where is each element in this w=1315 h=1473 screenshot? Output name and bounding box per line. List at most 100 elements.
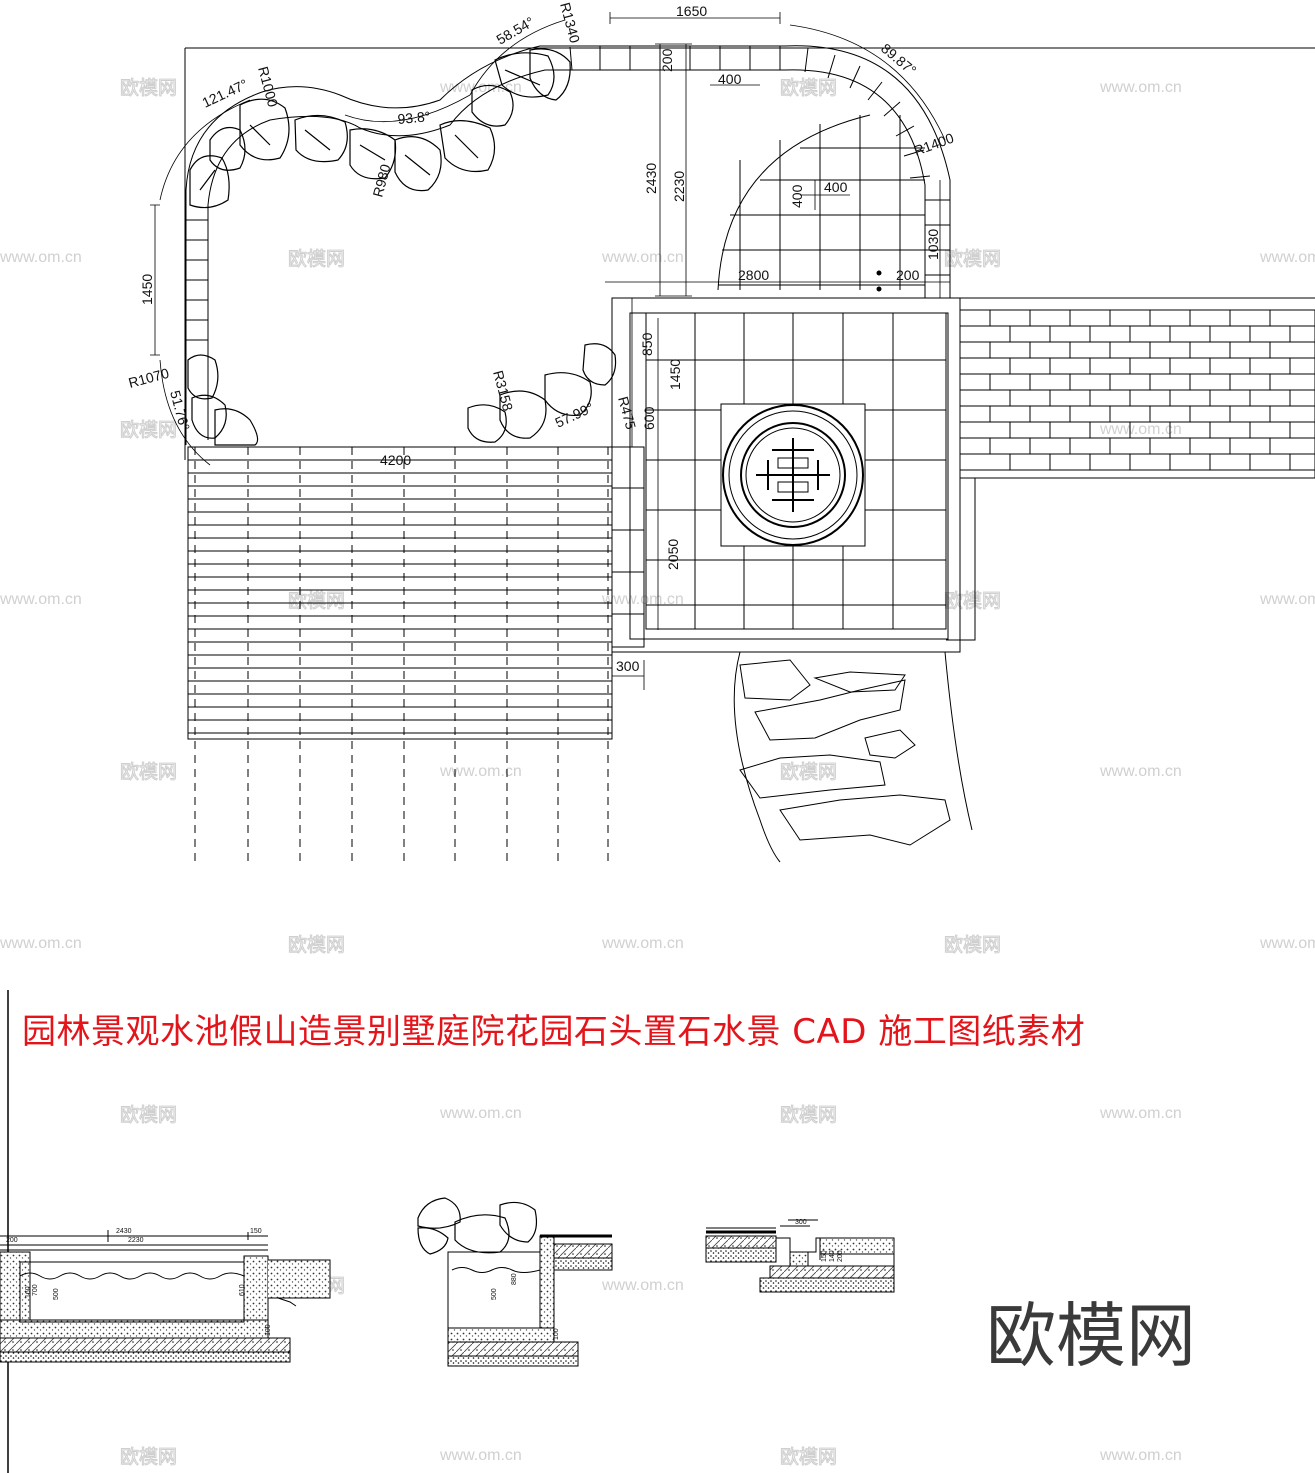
dim-r475: R475 (615, 395, 639, 432)
sec-dim-500b: 500 (491, 1288, 498, 1300)
dim-400-c: 400 (824, 179, 848, 195)
brick-walkway (946, 309, 1315, 652)
sec-dim-300: 300 (795, 1219, 807, 1226)
section-rockery (417, 1197, 613, 1367)
sec-dim-140: 140 (829, 1250, 836, 1262)
section-step-labels: 300 150 140 200 (795, 1219, 844, 1262)
watermark-url: www.om.cn (1259, 935, 1315, 952)
sec-dim-100: 100 (265, 1324, 272, 1336)
watermark-text: 欧模网 (120, 77, 177, 99)
medallion (722, 404, 864, 546)
watermark-url: www.om.cn (439, 763, 522, 780)
watermark-url: www.om.cn (439, 1105, 522, 1122)
sec-dim-610: 610 (239, 1284, 246, 1296)
page-title: 园林景观水池假山造景别墅庭院花园石头置石水景 CAD 施工图纸素材 (22, 1012, 1086, 1052)
watermark-url: www.om.cn (1259, 591, 1315, 608)
dim-200-top: 200 (659, 48, 675, 72)
dim-angle-58: 58.54° (494, 13, 537, 47)
rockery-top (189, 48, 571, 209)
section-step (705, 1219, 895, 1293)
section-pool (0, 1230, 331, 1363)
watermark-url: www.om.cn (0, 935, 82, 952)
sec-dim-200: 200 (6, 1237, 18, 1244)
dim-angle-57: 57.99° (553, 399, 597, 431)
dim-400-a: 400 (718, 71, 742, 87)
rockery-right (467, 343, 617, 443)
watermark-url: www.om.cn (1099, 763, 1182, 780)
marker-dot (876, 286, 882, 292)
dim-r980: R980 (369, 162, 393, 199)
dimension-lines (150, 12, 950, 690)
dim-angle-93: 93.8° (397, 108, 431, 127)
sec-dim-200b: 200 (837, 1250, 844, 1262)
plan-view (150, 12, 1315, 865)
brand-logo-text: 欧模网 (986, 1295, 1196, 1377)
watermark-text: 欧模网 (120, 419, 177, 441)
dim-1450-a: 1450 (139, 274, 155, 305)
watermark-text: 欧模网 (944, 934, 1001, 956)
watermark-text: 欧模网 (120, 1104, 177, 1126)
watermark-url: www.om.cn (439, 1447, 522, 1464)
tile-quarter (717, 114, 925, 291)
watermark-url: www.om.cn (601, 1277, 684, 1294)
section-pool-labels: 2430 150 200 2230 160 700 500 610 100 (6, 1228, 272, 1336)
dim-200-b: 200 (896, 267, 920, 283)
dim-300: 300 (616, 658, 640, 674)
sec-dim-700: 700 (32, 1284, 39, 1296)
dim-1030: 1030 (925, 229, 941, 260)
dim-angle-121: 121.47° (200, 76, 251, 111)
dim-400-b: 400 (789, 184, 805, 208)
dim-2800: 2800 (738, 267, 769, 283)
sec-dim-100b: 100 (553, 1328, 560, 1340)
watermark-url: www.om.cn (1099, 421, 1182, 438)
dim-2050: 2050 (665, 539, 681, 570)
sec-dim-150: 150 (250, 1228, 262, 1235)
sec-dim-150b: 150 (821, 1250, 828, 1262)
watermark-text: 欧模网 (944, 248, 1001, 270)
sec-dim-2230: 2230 (128, 1237, 144, 1244)
watermark-text: 欧模网 (288, 248, 345, 270)
watermark-text: 欧模网 (288, 934, 345, 956)
dim-850: 850 (639, 332, 655, 356)
dim-r1400: R1400 (912, 130, 956, 159)
watermark-url: www.om.cn (0, 591, 82, 608)
sec-dim-500: 500 (53, 1288, 60, 1300)
watermark-url: www.om.cn (1099, 1105, 1182, 1122)
plan-dimension-labels: 1650 58.54° R1340 200 89.87° 400 121.47°… (127, 1, 956, 674)
watermark-url: www.om.cn (601, 935, 684, 952)
watermark-url: www.om.cn (1099, 1447, 1182, 1464)
pond-edge-outer (185, 45, 951, 445)
dim-angle-89: 89.87° (878, 40, 919, 78)
watermarks: 欧模网 www.om.cn 欧模网 www.om.cn www.om.cn 欧模… (0, 77, 1315, 1469)
watermark-text: 欧模网 (780, 77, 837, 99)
dim-2430: 2430 (643, 163, 659, 194)
watermark-url: www.om.cn (1099, 79, 1182, 96)
watermark-url: www.om.cn (601, 591, 684, 608)
timber-deck (187, 446, 613, 865)
dim-r1070: R1070 (127, 365, 171, 391)
watermark-text: 欧模网 (288, 590, 345, 612)
dim-1650: 1650 (676, 3, 707, 19)
site-boundary (184, 47, 1315, 460)
edge-strip (611, 446, 645, 648)
watermark-text: 欧模网 (120, 1446, 177, 1468)
dim-4200: 4200 (380, 452, 411, 468)
pond-edge-inner (207, 69, 926, 440)
section-rockery-labels: 500 880 100 (491, 1273, 560, 1340)
dim-600: 600 (641, 406, 657, 430)
watermark-text: 欧模网 (780, 761, 837, 783)
sec-dim-160: 160 (25, 1286, 32, 1298)
watermark-text: 欧模网 (120, 761, 177, 783)
sec-dim-2430: 2430 (116, 1228, 132, 1235)
watermark-text: 欧模网 (780, 1446, 837, 1468)
dim-r1000: R1000 (255, 65, 281, 109)
sec-dim-880: 880 (511, 1273, 518, 1285)
watermark-url: www.om.cn (0, 249, 82, 266)
marker-dot (876, 270, 882, 276)
dim-r1340: R1340 (557, 1, 583, 45)
dim-2230: 2230 (671, 171, 687, 202)
watermark-url: www.om.cn (601, 249, 684, 266)
stepping-stones (733, 651, 973, 863)
watermark-url: www.om.cn (1259, 249, 1315, 266)
